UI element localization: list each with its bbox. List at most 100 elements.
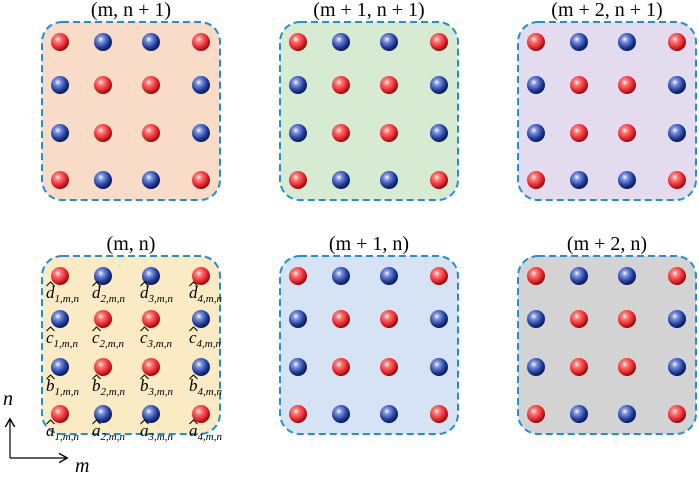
blue-site	[289, 124, 307, 142]
operator-subscript: 4,m,n	[197, 338, 222, 350]
cell-boundary	[517, 21, 697, 201]
red-site	[289, 405, 307, 423]
blue-site	[51, 310, 69, 328]
blue-site	[570, 171, 588, 189]
blue-site	[668, 76, 686, 94]
blue-site	[380, 33, 398, 51]
blue-site	[668, 310, 686, 328]
site-operator-label: a2,m,n	[92, 421, 125, 443]
site-operator-label: a1,m,n	[46, 421, 79, 443]
n-axis-label: n	[3, 388, 13, 410]
site-operator-label: a3,m,n	[140, 421, 173, 443]
blue-site	[570, 405, 588, 423]
red-site	[668, 267, 686, 285]
blue-site	[332, 33, 350, 51]
red-site	[570, 124, 588, 142]
hat-accent	[92, 419, 101, 425]
operator-symbol: d	[140, 283, 149, 302]
site-operator-label: c1,m,n	[46, 328, 78, 350]
operator-symbol: a	[140, 421, 149, 440]
unit-cells: (m, n + 1)(m + 1, n + 1)(m + 2, n + 1)(m…	[41, 0, 697, 435]
blue-site	[380, 405, 398, 423]
unit-cell: (m, n)	[41, 233, 221, 435]
red-site	[289, 267, 307, 285]
red-site	[192, 171, 210, 189]
operator-symbol: d	[92, 283, 101, 302]
site-operator-label: b3,m,n	[140, 376, 173, 398]
red-site	[94, 124, 112, 142]
red-site	[668, 405, 686, 423]
blue-site	[142, 405, 160, 423]
red-site	[618, 76, 636, 94]
blue-site	[570, 33, 588, 51]
operator-symbol: c	[189, 328, 197, 347]
red-site	[527, 405, 545, 423]
red-site	[51, 171, 69, 189]
blue-site	[142, 171, 160, 189]
site-operator-label: c2,m,n	[92, 328, 124, 350]
cell-boundary	[279, 21, 459, 201]
red-site	[430, 33, 448, 51]
blue-site	[51, 124, 69, 142]
blue-site	[618, 171, 636, 189]
operator-subscript: 4,m,n	[198, 293, 223, 305]
operator-subscript: 3,m,n	[148, 293, 174, 305]
hat-accent	[46, 281, 55, 287]
operator-symbol: c	[46, 328, 54, 347]
hat-accent	[189, 281, 198, 287]
blue-site	[192, 358, 210, 376]
cell-boundary	[279, 255, 459, 435]
hat-accent	[189, 374, 198, 380]
blue-site	[192, 310, 210, 328]
site-operator-label: b2,m,n	[92, 376, 125, 398]
hat-accent	[92, 326, 101, 332]
cell-boundary	[41, 21, 221, 201]
blue-site	[94, 33, 112, 51]
red-site	[430, 267, 448, 285]
red-site	[332, 358, 350, 376]
blue-site	[668, 358, 686, 376]
site-operator-label: c3,m,n	[140, 328, 172, 350]
operator-symbol: d	[46, 283, 55, 302]
site-operator-label: a4,m,n	[189, 421, 222, 443]
operator-symbol: a	[189, 421, 198, 440]
operator-subscript: 4,m,n	[198, 431, 223, 443]
blue-site	[618, 405, 636, 423]
blue-site	[332, 171, 350, 189]
red-site	[570, 310, 588, 328]
blue-site	[192, 76, 210, 94]
red-site	[142, 358, 160, 376]
cell-title: (m + 2, n)	[567, 233, 647, 255]
red-site	[430, 171, 448, 189]
blue-site	[380, 171, 398, 189]
hat-accent	[189, 326, 198, 332]
red-site	[192, 405, 210, 423]
red-site	[142, 124, 160, 142]
hat-accent	[46, 326, 55, 332]
red-site	[527, 267, 545, 285]
blue-site	[668, 124, 686, 142]
blue-site	[618, 267, 636, 285]
red-site	[142, 76, 160, 94]
red-site	[570, 358, 588, 376]
blue-site	[94, 267, 112, 285]
red-site	[380, 358, 398, 376]
operator-subscript: 1,m,n	[55, 293, 80, 305]
red-site	[618, 358, 636, 376]
operator-subscript: 2,m,n	[100, 338, 125, 350]
red-site	[192, 33, 210, 51]
blue-site	[51, 76, 69, 94]
operator-symbol: a	[46, 421, 55, 440]
m-axis-label: m	[75, 455, 89, 477]
red-site	[51, 33, 69, 51]
cell-title: (m + 2, n + 1)	[551, 0, 662, 21]
red-site	[668, 33, 686, 51]
site-operator-label: d3,m,n	[140, 283, 173, 305]
operator-symbol: b	[92, 376, 101, 395]
unit-cell: (m + 2, n)	[517, 233, 697, 435]
site-operator-label: c4,m,n	[189, 328, 221, 350]
hat-accent	[140, 281, 149, 287]
operator-subscript: 4,m,n	[198, 386, 223, 398]
